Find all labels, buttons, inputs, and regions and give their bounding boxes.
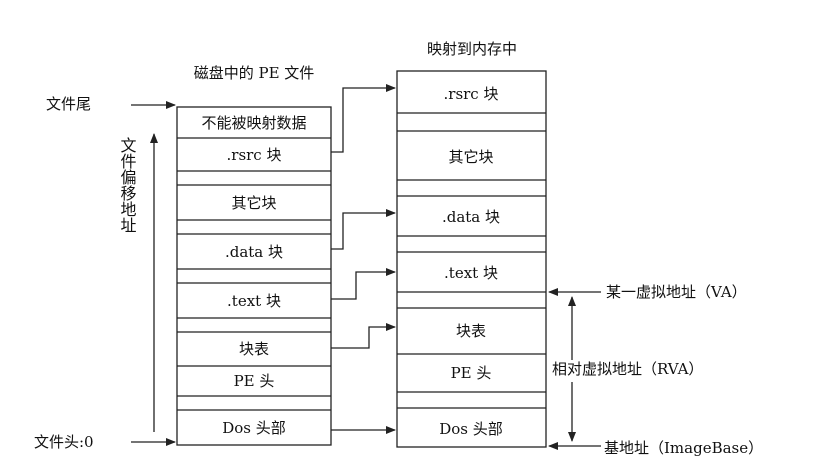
image-base-label: 基地址（ImageBase）	[604, 439, 763, 457]
disk-pe-file: 不能被映射数据 .rsrc 块 其它块 .data 块 .text 块 块表 P…	[176, 106, 332, 446]
memory-block-text: .text 块	[444, 264, 498, 282]
va-label: 某一虚拟地址（VA）	[606, 283, 747, 301]
disk-block-section-table: 块表	[239, 340, 269, 358]
file-end-label: 文件尾	[46, 95, 91, 113]
memory-block-pe-header: PE 头	[451, 364, 492, 382]
memory-block-dos-header: Dos 头部	[439, 420, 503, 438]
memory-block-data: .data 块	[442, 208, 500, 226]
section-table-mapping-arrow	[331, 323, 396, 349]
disk-block-pe-header: PE 头	[234, 372, 275, 390]
disk-block-dos-header: Dos 头部	[222, 419, 286, 437]
rva-label: 相对虚拟地址（RVA）	[552, 360, 703, 378]
mapping-arrows	[331, 84, 396, 434]
disk-block-data: .data 块	[225, 243, 283, 261]
text-mapping-arrow	[331, 268, 396, 300]
disk-block-text: .text 块	[227, 292, 281, 310]
file-offset-label: 文件偏移地址	[118, 137, 137, 233]
memory-image: .rsrc 块 其它块 .data 块 .text 块 块表 PE 头 Dos …	[396, 70, 547, 448]
memory-block-section-table: 块表	[456, 322, 486, 340]
disk-column-header: 磁盘中的 PE 文件	[194, 64, 315, 82]
file-start-label: 文件头:0	[34, 433, 94, 451]
disk-block-unmappable: 不能被映射数据	[201, 114, 306, 132]
memory-block-rsrc: .rsrc 块	[444, 85, 499, 103]
data-mapping-arrow	[331, 209, 396, 250]
rsrc-mapping-arrow	[331, 84, 396, 153]
memory-column-header: 映射到内存中	[427, 40, 517, 58]
memory-block-other: 其它块	[448, 148, 493, 166]
disk-block-other: 其它块	[231, 194, 276, 212]
memory-outline	[396, 70, 547, 448]
disk-outline	[176, 106, 332, 446]
disk-block-rsrc: .rsrc 块	[227, 146, 282, 164]
